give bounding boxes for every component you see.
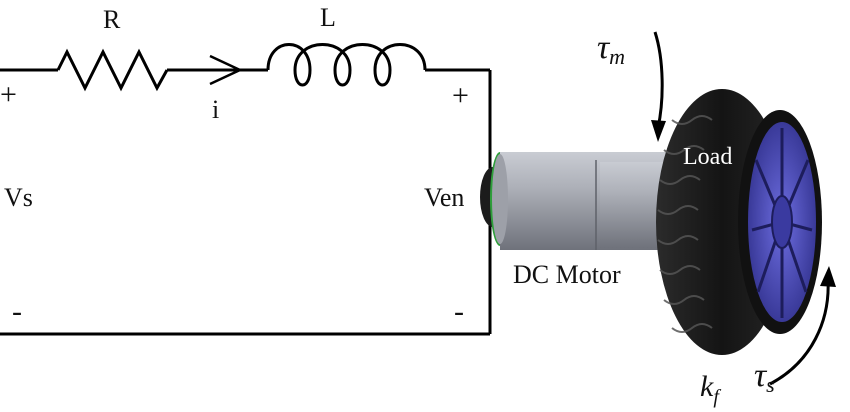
svg-text:τm: τm — [597, 29, 625, 69]
load-torque-label: τs — [754, 357, 775, 397]
source-voltage-label: Vs — [4, 183, 33, 212]
back-emf-label: Ven — [424, 183, 464, 212]
motor-torque-arrowhead — [651, 120, 666, 142]
resistor-label: R — [103, 5, 121, 34]
svg-text:τs: τs — [754, 357, 775, 397]
circuit-wires — [0, 68, 492, 336]
motor-torque-label: τm — [597, 29, 625, 69]
friction-label: kf — [700, 370, 721, 408]
resistor-symbol — [56, 48, 169, 92]
inductor-label: L — [320, 3, 336, 32]
plus-left-label: + — [0, 78, 17, 111]
load-torque-arrow — [769, 279, 830, 386]
dc-motor — [480, 152, 670, 250]
plus-right-label: + — [452, 79, 469, 112]
minus-right-label: - — [454, 295, 464, 328]
load-wheel — [656, 89, 822, 355]
current-label: i — [212, 95, 219, 124]
current-arrow — [209, 54, 243, 86]
minus-left-label: - — [12, 295, 22, 328]
motor-torque-arrow — [653, 31, 664, 129]
inductor-symbol — [266, 43, 427, 87]
motor-label: DC Motor — [513, 260, 621, 289]
load-label: Load — [683, 144, 732, 170]
svg-text:kf: kf — [700, 370, 721, 408]
load-torque-arrowhead — [820, 266, 836, 287]
